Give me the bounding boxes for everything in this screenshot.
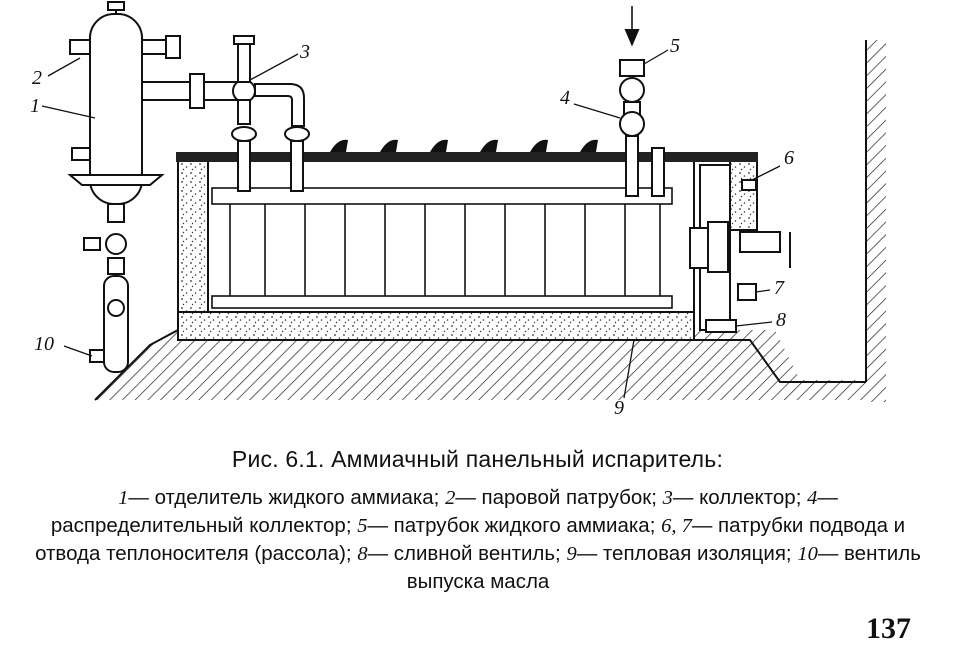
label-10: 10 [34, 333, 54, 355]
legend-num: 10 [797, 543, 818, 565]
page-number: 137 [866, 612, 911, 645]
label-8: 8 [776, 309, 786, 331]
figure-caption-title: Рис. 6.1. Аммиачный панельный испаритель… [231, 446, 724, 472]
legend-text: — патрубок жидкого аммиака; [367, 514, 662, 537]
label-1: 1 [30, 95, 40, 117]
vapor-pipe-and-collector [141, 35, 310, 192]
label-5: 5 [670, 35, 680, 57]
figure-labels: 1 2 3 4 5 6 7 8 9 10 [30, 35, 794, 419]
label-3: 3 [299, 41, 310, 63]
legend-text: — распределительный коллектор; [50, 486, 838, 537]
liquid-inlet-and-distributor [619, 6, 665, 197]
label-7: 7 [774, 277, 785, 299]
legend-num: 8 [357, 543, 368, 565]
wall [865, 40, 886, 402]
legend-num: 5 [357, 515, 368, 537]
label-6: 6 [784, 147, 794, 169]
brine-nozzles [689, 179, 791, 333]
legend-num: 6, 7 [661, 515, 692, 537]
label-9: 9 [614, 397, 624, 419]
legend-text: — отделитель жидкого аммиака; [128, 486, 446, 509]
legend-text: — коллектор; [672, 486, 808, 509]
foundation [94, 329, 866, 401]
legend-num: 4 [807, 487, 818, 509]
label-4: 4 [560, 87, 570, 109]
legend-num: 3 [662, 487, 673, 509]
legend-num: 1 [118, 487, 129, 509]
agitator-blades [330, 139, 598, 152]
legend-text: — вентиль выпуска масла [406, 542, 921, 593]
legend-text: — сливной вентиль; [367, 542, 567, 565]
leader-lines [41, 49, 781, 399]
figure-legend: 1— отделитель жидкого аммиака; 2— парово… [28, 484, 928, 595]
legend-text: — паровой патрубок; [455, 486, 663, 509]
label-2: 2 [32, 67, 42, 89]
evaporator-diagram: 1 2 3 4 5 6 7 8 9 10 [30, 1, 886, 419]
legend-num: 9 [566, 543, 577, 565]
legend-num: 2 [445, 487, 456, 509]
liquid-ammonia-separator [67, 1, 181, 373]
evaporator-panels [211, 187, 673, 309]
legend-text: — патрубки подвода и отвода теплоносител… [35, 514, 906, 565]
legend-text: — тепловая изоляция; [576, 542, 798, 565]
